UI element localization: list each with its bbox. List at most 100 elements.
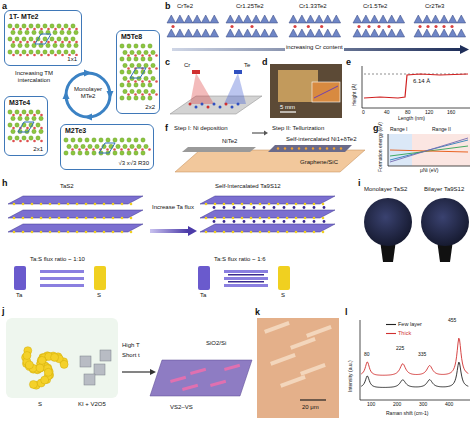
octahedron [184, 15, 193, 23]
flux-arrow [150, 229, 188, 233]
octahedron [306, 15, 315, 23]
atom [19, 28, 22, 31]
mini-intercalant [228, 281, 264, 283]
atom [39, 129, 43, 133]
atom [148, 148, 151, 151]
s-atom [76, 203, 79, 206]
s-atom [94, 203, 97, 206]
atom [33, 140, 36, 143]
s-atom [241, 217, 244, 220]
s-atom [268, 217, 271, 220]
atom [22, 110, 26, 114]
atom [127, 138, 131, 142]
octahedron [362, 15, 371, 23]
atom [40, 127, 43, 130]
atom [33, 114, 36, 117]
atom [120, 151, 124, 155]
atom [22, 37, 26, 41]
atom [144, 63, 148, 67]
atom [137, 89, 141, 93]
atom [120, 57, 124, 61]
ta-intercalant [313, 220, 316, 223]
atom [123, 63, 127, 67]
process-arrow [122, 371, 150, 372]
text-label: VS2–VS [170, 404, 193, 411]
atom [12, 54, 15, 57]
flake [170, 376, 186, 383]
axes [362, 66, 470, 108]
s-atom [58, 203, 61, 206]
text-label: μNi (eV) [420, 168, 438, 174]
text-label: S [97, 292, 101, 299]
atom [33, 127, 36, 130]
s-atom [121, 217, 124, 220]
substrate [175, 150, 365, 172]
octahedron [414, 29, 423, 37]
octahedron [332, 15, 341, 23]
atom [26, 41, 29, 44]
atom [81, 144, 85, 148]
atom [46, 43, 50, 47]
atom [195, 106, 198, 109]
structure-box: M5Te82x2 [116, 30, 160, 114]
text-label: Step II: Tellurization [272, 125, 324, 132]
mini-layer [40, 284, 84, 287]
atom [26, 140, 29, 143]
intercalant [250, 25, 253, 28]
atom [151, 50, 155, 54]
substrate [170, 96, 262, 114]
axes [360, 320, 470, 400]
s-atom [241, 231, 244, 234]
superstructure-label: √3 x√3 R30 [117, 160, 150, 167]
atom [54, 54, 57, 57]
atom [130, 89, 134, 93]
s-atom [295, 231, 298, 234]
atom [11, 116, 15, 120]
text-label: SiO2/Si [206, 340, 226, 347]
atom [19, 54, 22, 57]
text-label: Cr [184, 62, 190, 69]
atom [22, 50, 26, 54]
atom [61, 41, 64, 44]
intercalant [377, 25, 380, 28]
atom [18, 43, 22, 47]
atom [225, 103, 228, 106]
intercalant [434, 25, 437, 28]
text-label: S [281, 292, 285, 299]
atom [19, 114, 22, 117]
axis-title: Height (Å) [352, 83, 358, 106]
s-atom [67, 231, 70, 234]
octahedron [269, 29, 278, 37]
atom [71, 37, 75, 41]
atom [57, 50, 61, 54]
mini-layer [40, 270, 84, 273]
atom [141, 57, 145, 61]
s-atom [103, 231, 106, 234]
ta-intercalant [223, 206, 226, 209]
text-label: Cr1.25Te2 [236, 3, 264, 10]
ta-intercalant [293, 206, 296, 209]
atom [36, 50, 40, 54]
axes [388, 134, 470, 166]
beam [224, 73, 246, 104]
arrowhead [188, 226, 197, 236]
atom [291, 147, 293, 149]
s-source [94, 266, 106, 290]
text-label: 455 [448, 318, 456, 324]
s-atom [58, 217, 61, 220]
s-atom [76, 231, 79, 234]
atom [141, 148, 144, 151]
ta-intercalant [293, 220, 296, 223]
atom [57, 37, 61, 41]
atom [8, 123, 12, 127]
salt-crystal [80, 356, 91, 367]
unit-cell [130, 68, 146, 78]
octahedron [201, 15, 210, 23]
panel-letter: d [262, 57, 268, 67]
s-atom [268, 231, 271, 234]
height-profile [364, 74, 468, 98]
micrograph [257, 318, 339, 418]
atom [116, 144, 120, 148]
beam [190, 73, 214, 104]
atom [141, 80, 144, 83]
